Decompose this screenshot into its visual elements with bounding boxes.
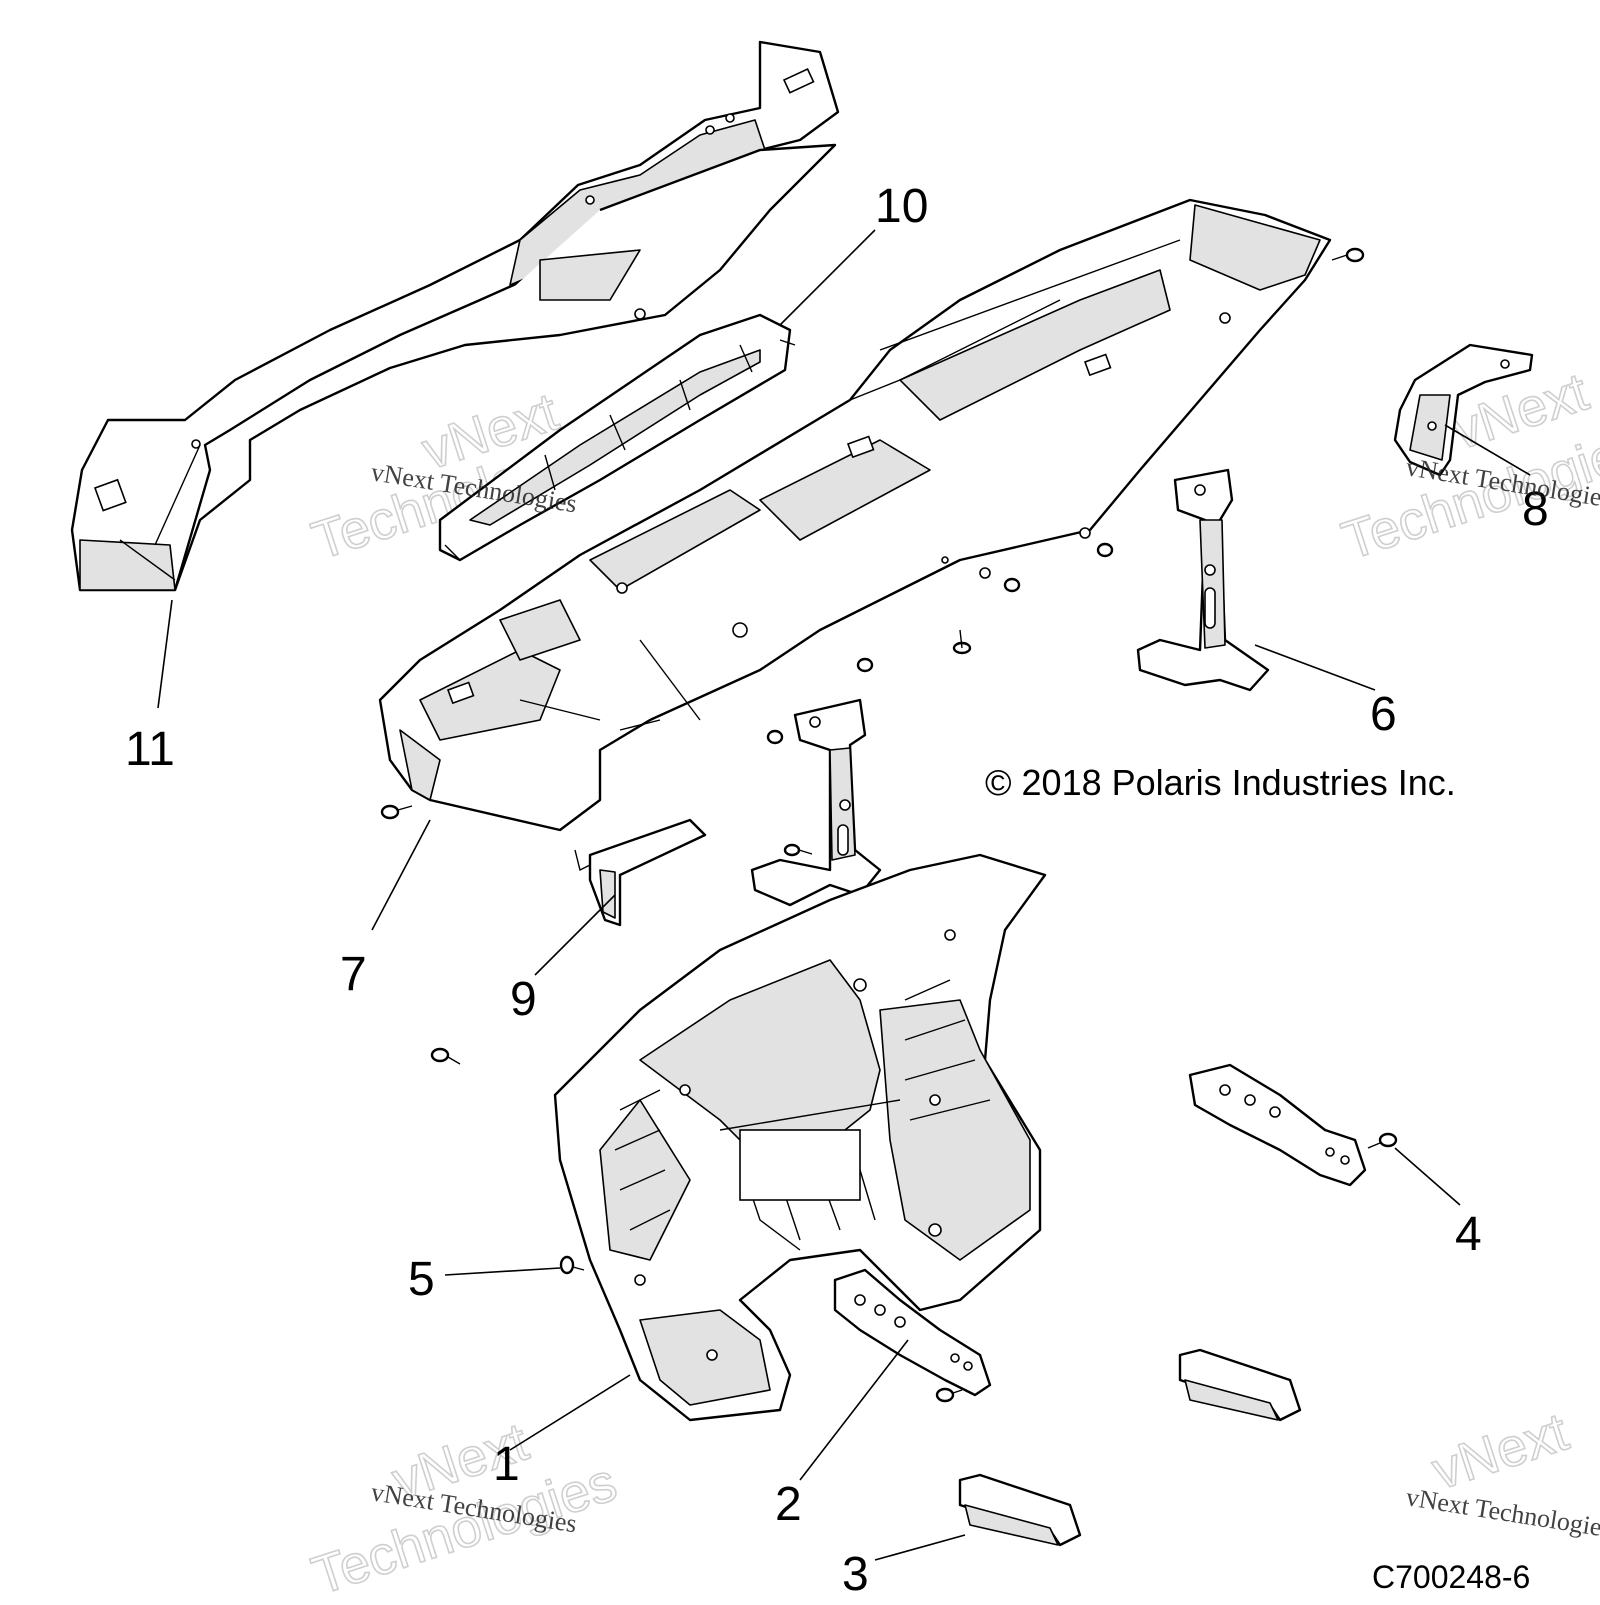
fastener-screw bbox=[559, 1255, 585, 1275]
part-3-clip-lower bbox=[958, 1473, 1082, 1547]
watermark-word-vnext: vNext bbox=[1425, 1402, 1575, 1502]
figure-code: C700248-6 bbox=[1372, 1559, 1530, 1595]
fastener-screw bbox=[952, 629, 972, 655]
part-6-tall-bracket bbox=[1136, 468, 1270, 692]
fastener-screw bbox=[1331, 247, 1365, 263]
leader-lines bbox=[157, 229, 1531, 1561]
callout-8: 8 bbox=[1522, 483, 1549, 536]
leader-5 bbox=[444, 1267, 561, 1276]
part-4-strap bbox=[1188, 1063, 1367, 1187]
fastener-screw bbox=[380, 804, 413, 820]
fastener-nut bbox=[1003, 577, 1021, 593]
fastener-nut bbox=[856, 657, 874, 673]
part-8-bracket bbox=[1393, 343, 1534, 477]
callout-labels: 11 10 7 9 6 8 4 5 1 2 3 bbox=[125, 180, 1549, 1601]
callout-5: 5 bbox=[408, 1253, 435, 1306]
callout-3: 3 bbox=[842, 1548, 869, 1600]
fastener-screw bbox=[935, 1387, 963, 1403]
fastener-screw bbox=[783, 843, 813, 857]
callout-9: 9 bbox=[510, 973, 537, 1026]
callout-2: 2 bbox=[775, 1478, 802, 1531]
leader-10 bbox=[779, 229, 876, 326]
part-3-clip-upper bbox=[1178, 1348, 1302, 1422]
part-1-lower-panel bbox=[553, 853, 1047, 1422]
part-10-trim-bar bbox=[438, 313, 796, 562]
callout-10: 10 bbox=[875, 180, 928, 233]
copyright-notice: © 2018 Polaris Industries Inc. bbox=[985, 762, 1456, 803]
leader-9 bbox=[534, 894, 616, 976]
leader-8 bbox=[1444, 424, 1531, 476]
center-mount-bracket bbox=[750, 698, 882, 907]
fastener-screw bbox=[1367, 1132, 1398, 1149]
part-9-angled-bracket bbox=[574, 818, 707, 927]
watermark-line: vNext Technologies bbox=[1404, 1482, 1600, 1543]
leader-2 bbox=[799, 1339, 909, 1481]
callout-7: 7 bbox=[340, 948, 367, 1001]
callout-11: 11 bbox=[125, 723, 175, 776]
callout-6: 6 bbox=[1370, 688, 1397, 741]
fastener-nut bbox=[1096, 542, 1114, 558]
leader-6 bbox=[1254, 644, 1376, 691]
leader-11 bbox=[157, 599, 173, 709]
leader-1 bbox=[509, 1374, 631, 1451]
fastener-nut bbox=[766, 729, 784, 745]
callout-4: 4 bbox=[1455, 1208, 1482, 1261]
callout-1: 1 bbox=[493, 1438, 520, 1491]
fastener-screw bbox=[430, 1047, 461, 1065]
leader-4 bbox=[1394, 1147, 1461, 1206]
part-7-main-bumper bbox=[378, 198, 1332, 832]
fasteners bbox=[380, 247, 1398, 1403]
watermark-group-bottom-right: vNext bbox=[1424, 1401, 1575, 1502]
leader-7 bbox=[371, 819, 431, 931]
part-11-side-rail bbox=[70, 40, 840, 592]
leader-3 bbox=[874, 1534, 966, 1561]
part-2-strap bbox=[833, 1268, 992, 1397]
